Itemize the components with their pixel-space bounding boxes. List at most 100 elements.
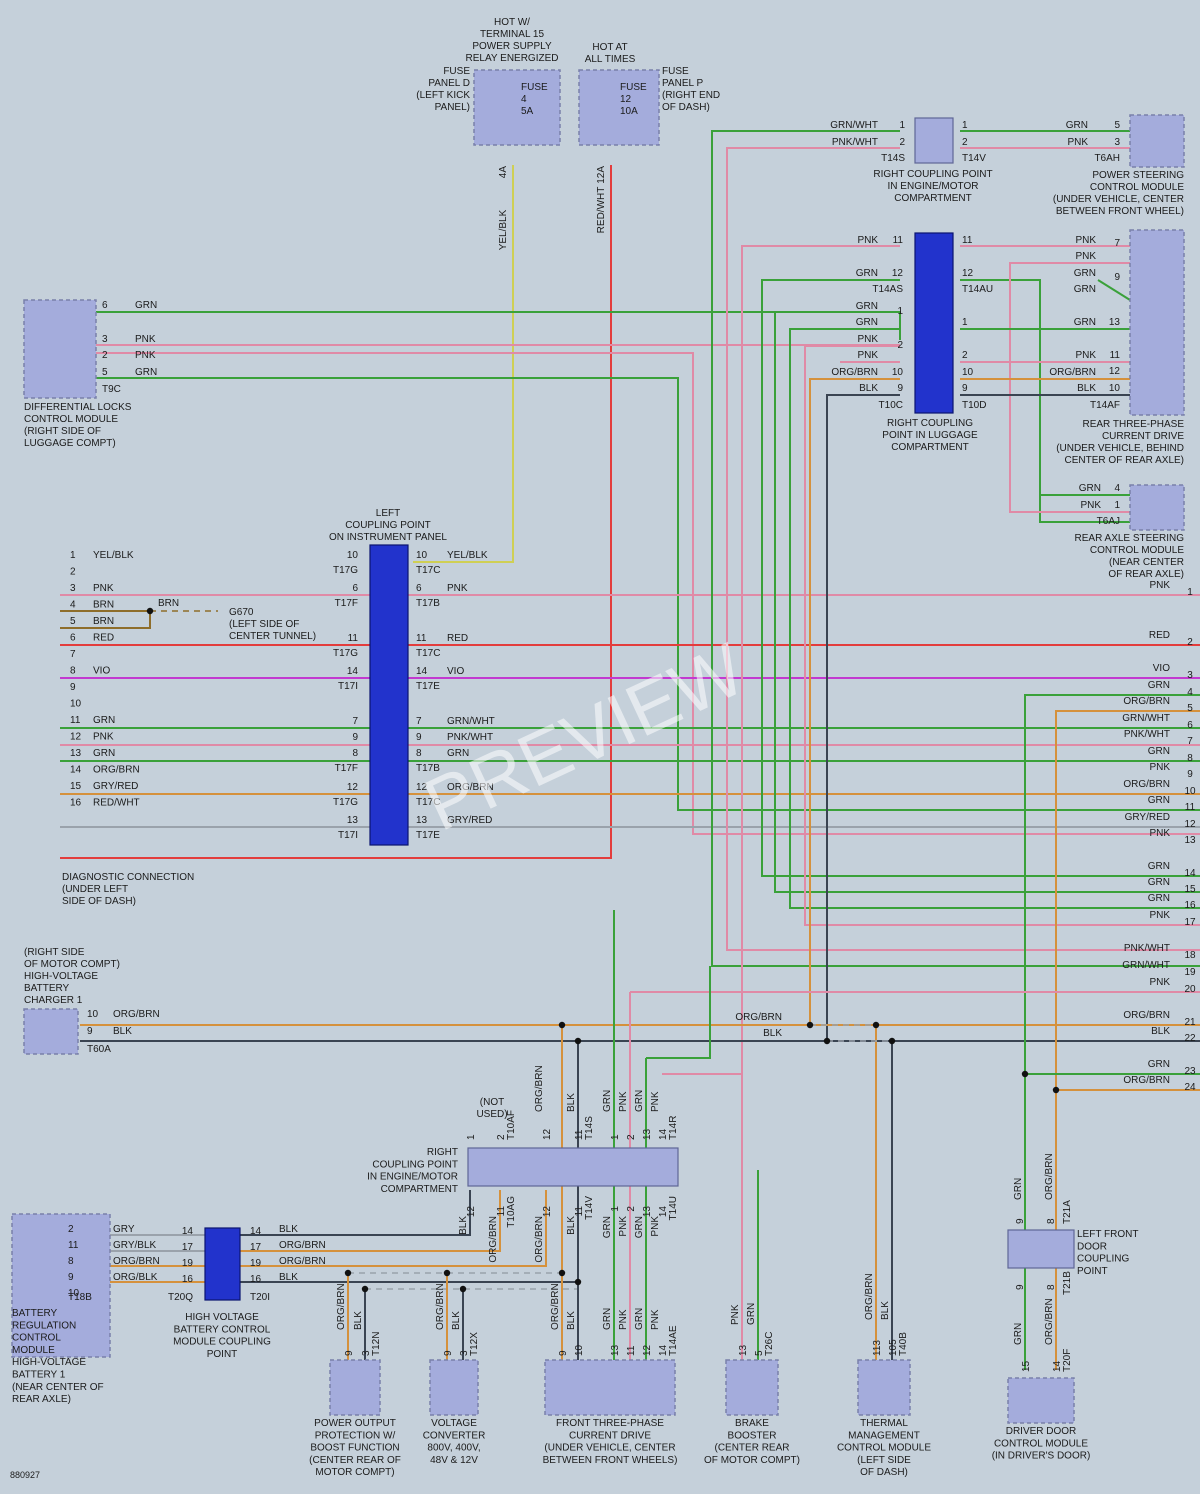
rear-three-phase-label-1: CURRENT DRIVE <box>1102 431 1184 442</box>
bus-orgbrn: ORG/BRN <box>735 1012 782 1023</box>
diagnostic-label-1: (UNDER LEFT <box>62 884 128 895</box>
bat-pin-2: 8 <box>68 1256 74 1267</box>
lg-rpin-4: 10 <box>962 367 974 378</box>
lip-lconn-0: T17G <box>333 565 358 576</box>
not-used-label-0: (NOT <box>480 1097 504 1108</box>
lfd-label-2: COUPLING <box>1077 1254 1129 1265</box>
right-engine-top-label-2: COMPARTMENT <box>894 193 971 204</box>
not-used-label-1: USED) <box>476 1109 507 1120</box>
fd-wire-1: BLK <box>566 1311 577 1330</box>
rear-axle-steering-label-1: CONTROL MODULE <box>1090 545 1184 556</box>
rcp-top-pin-0: 1 <box>466 1134 477 1140</box>
ref-wire-16: PNK <box>1149 910 1170 921</box>
splice-dot-9 <box>344 1269 352 1277</box>
lip-rconn-2: T17C <box>416 648 440 659</box>
wire-right-orgbrn-5 <box>1055 710 1200 1370</box>
power-steering-module <box>1129 114 1185 168</box>
left-ip-label-1: COUPLING POINT <box>345 520 431 531</box>
thermal-label-2: CONTROL MODULE <box>837 1443 931 1454</box>
rcp-bot-pin-5: 2 <box>626 1206 637 1212</box>
lip-rpin-8: 13 <box>416 815 428 826</box>
ref-wire-1: RED <box>1149 630 1170 641</box>
ref-num-16: 17 <box>1184 917 1196 928</box>
tm-wire-1: BLK <box>880 1301 891 1320</box>
diag-pin-1: 2 <box>70 567 76 578</box>
ref-wire-8: PNK <box>1149 762 1170 773</box>
power-output-label-0: POWER OUTPUT <box>314 1418 396 1429</box>
wire-drop-grn-b <box>646 966 711 1059</box>
splice-dot-6 <box>888 1037 896 1045</box>
tm-pin-0: 113 <box>872 1340 883 1356</box>
charger-label-2: HIGH-VOLTAGE <box>24 971 98 982</box>
diff-wire-0: GRN <box>135 300 157 311</box>
rear-axle-steering-label-3: OF REAR AXLE) <box>1108 569 1184 580</box>
power-output-label-2: BOOST FUNCTION <box>310 1443 399 1454</box>
rt-pin-4: 13 <box>1109 317 1121 328</box>
rt-pin-2: 9 <box>1114 272 1120 283</box>
lip-rconn-7: T17C <box>416 797 440 808</box>
po-wire-0: ORG/BRN <box>336 1283 347 1330</box>
lg-lwire-0: PNK <box>857 235 878 246</box>
lip-lpin-3: 14 <box>347 666 359 677</box>
diag-pin-7: 8 <box>70 666 76 677</box>
wire-layer <box>60 130 1200 1370</box>
splice-dot-8 <box>1052 1086 1060 1094</box>
wire-lug-grn-a <box>774 311 1200 893</box>
rt-wire-3: GRN <box>1074 284 1096 295</box>
ref-num-9: 10 <box>1184 786 1196 797</box>
hv-wire-1: ORG/BRN <box>279 1240 326 1251</box>
left-ip-label-2: ON INSTRUMENT PANEL <box>329 532 447 543</box>
right-luggage-label-1: POINT IN LUGGAGE <box>882 430 978 441</box>
rcp-bot-conn-7: T14U <box>668 1196 679 1220</box>
thermal-label-0: THERMAL <box>860 1418 908 1429</box>
conn-t40b: T40B <box>898 1332 909 1356</box>
po-pin-0: 9 <box>344 1350 355 1356</box>
hv-coupling-label-2: MODULE COUPLING <box>173 1337 271 1348</box>
rt-wire-7: BLK <box>1077 383 1096 394</box>
rcp-top-pin-3: 11 <box>574 1129 585 1140</box>
splice-dot-3 <box>806 1021 814 1029</box>
wire-top-grnwht <box>711 130 1200 967</box>
diagnostic-label-0: DIAGNOSTIC CONNECTION <box>62 872 194 883</box>
tc-lwire-0: GRN/WHT <box>830 120 878 131</box>
ref-wire-22: GRN <box>1148 1059 1170 1070</box>
rt-pin-0: 7 <box>1114 238 1120 249</box>
brake-booster-module <box>725 1359 779 1416</box>
right-engine-bottom-label-0: RIGHT <box>427 1147 458 1158</box>
battery-reg-label-1: REGULATION <box>12 1320 76 1331</box>
splice-dot-0 <box>146 607 154 615</box>
diagnostic-label-2: SIDE OF DASH) <box>62 896 136 907</box>
tc-rpin-0: 1 <box>962 120 968 131</box>
voltage-conv-label-0: VOLTAGE <box>431 1418 477 1429</box>
diag-pin-5: 6 <box>70 633 76 644</box>
rcp-bot-conn-3: T14V <box>584 1196 595 1220</box>
front-three-phase-label-2: (UNDER VEHICLE, CENTER <box>544 1443 675 1454</box>
diag-pin-4: 5 <box>70 616 76 627</box>
ref-wire-23: ORG/BRN <box>1123 1075 1170 1086</box>
splice-dot-13 <box>558 1269 566 1277</box>
lip-rwire-1: PNK <box>447 583 468 594</box>
dd-pin-1: 14 <box>1052 1360 1063 1372</box>
charger-label-3: BATTERY <box>24 983 70 994</box>
power-steering-label-3: BETWEEN FRONT WHEEL) <box>1056 206 1184 217</box>
fuse-panel-p-box <box>578 69 660 146</box>
lg-rpin-3: 2 <box>962 350 968 361</box>
ps-pin-1: 3 <box>1114 137 1120 148</box>
lfd-label-3: POINT <box>1077 1266 1108 1277</box>
brake-booster-label-3: OF MOTOR COMPT) <box>704 1455 800 1466</box>
conn-t10c: T10C <box>879 400 903 411</box>
ref-num-22: 23 <box>1184 1066 1196 1077</box>
power-steering-label-0: POWER STEERING <box>1092 170 1184 181</box>
rcp-top-conn-1: T10AF <box>506 1110 517 1140</box>
right-engine-top-label-0: RIGHT COUPLING POINT <box>873 169 992 180</box>
ref-num-6: 7 <box>1187 736 1193 747</box>
ref-wire-4: ORG/BRN <box>1123 696 1170 707</box>
fd-wire-2: GRN <box>602 1308 613 1330</box>
fuse-p-panel-3: OF DASH) <box>662 102 710 113</box>
lip-lconn-3: T17I <box>338 681 358 692</box>
ref-wire-12: PNK <box>1149 828 1170 839</box>
fd-wire-0: ORG/BRN <box>550 1283 561 1330</box>
rear-axle-steering-label-2: (NEAR CENTER <box>1109 557 1184 568</box>
ref-wire-21: BLK <box>1151 1026 1170 1037</box>
